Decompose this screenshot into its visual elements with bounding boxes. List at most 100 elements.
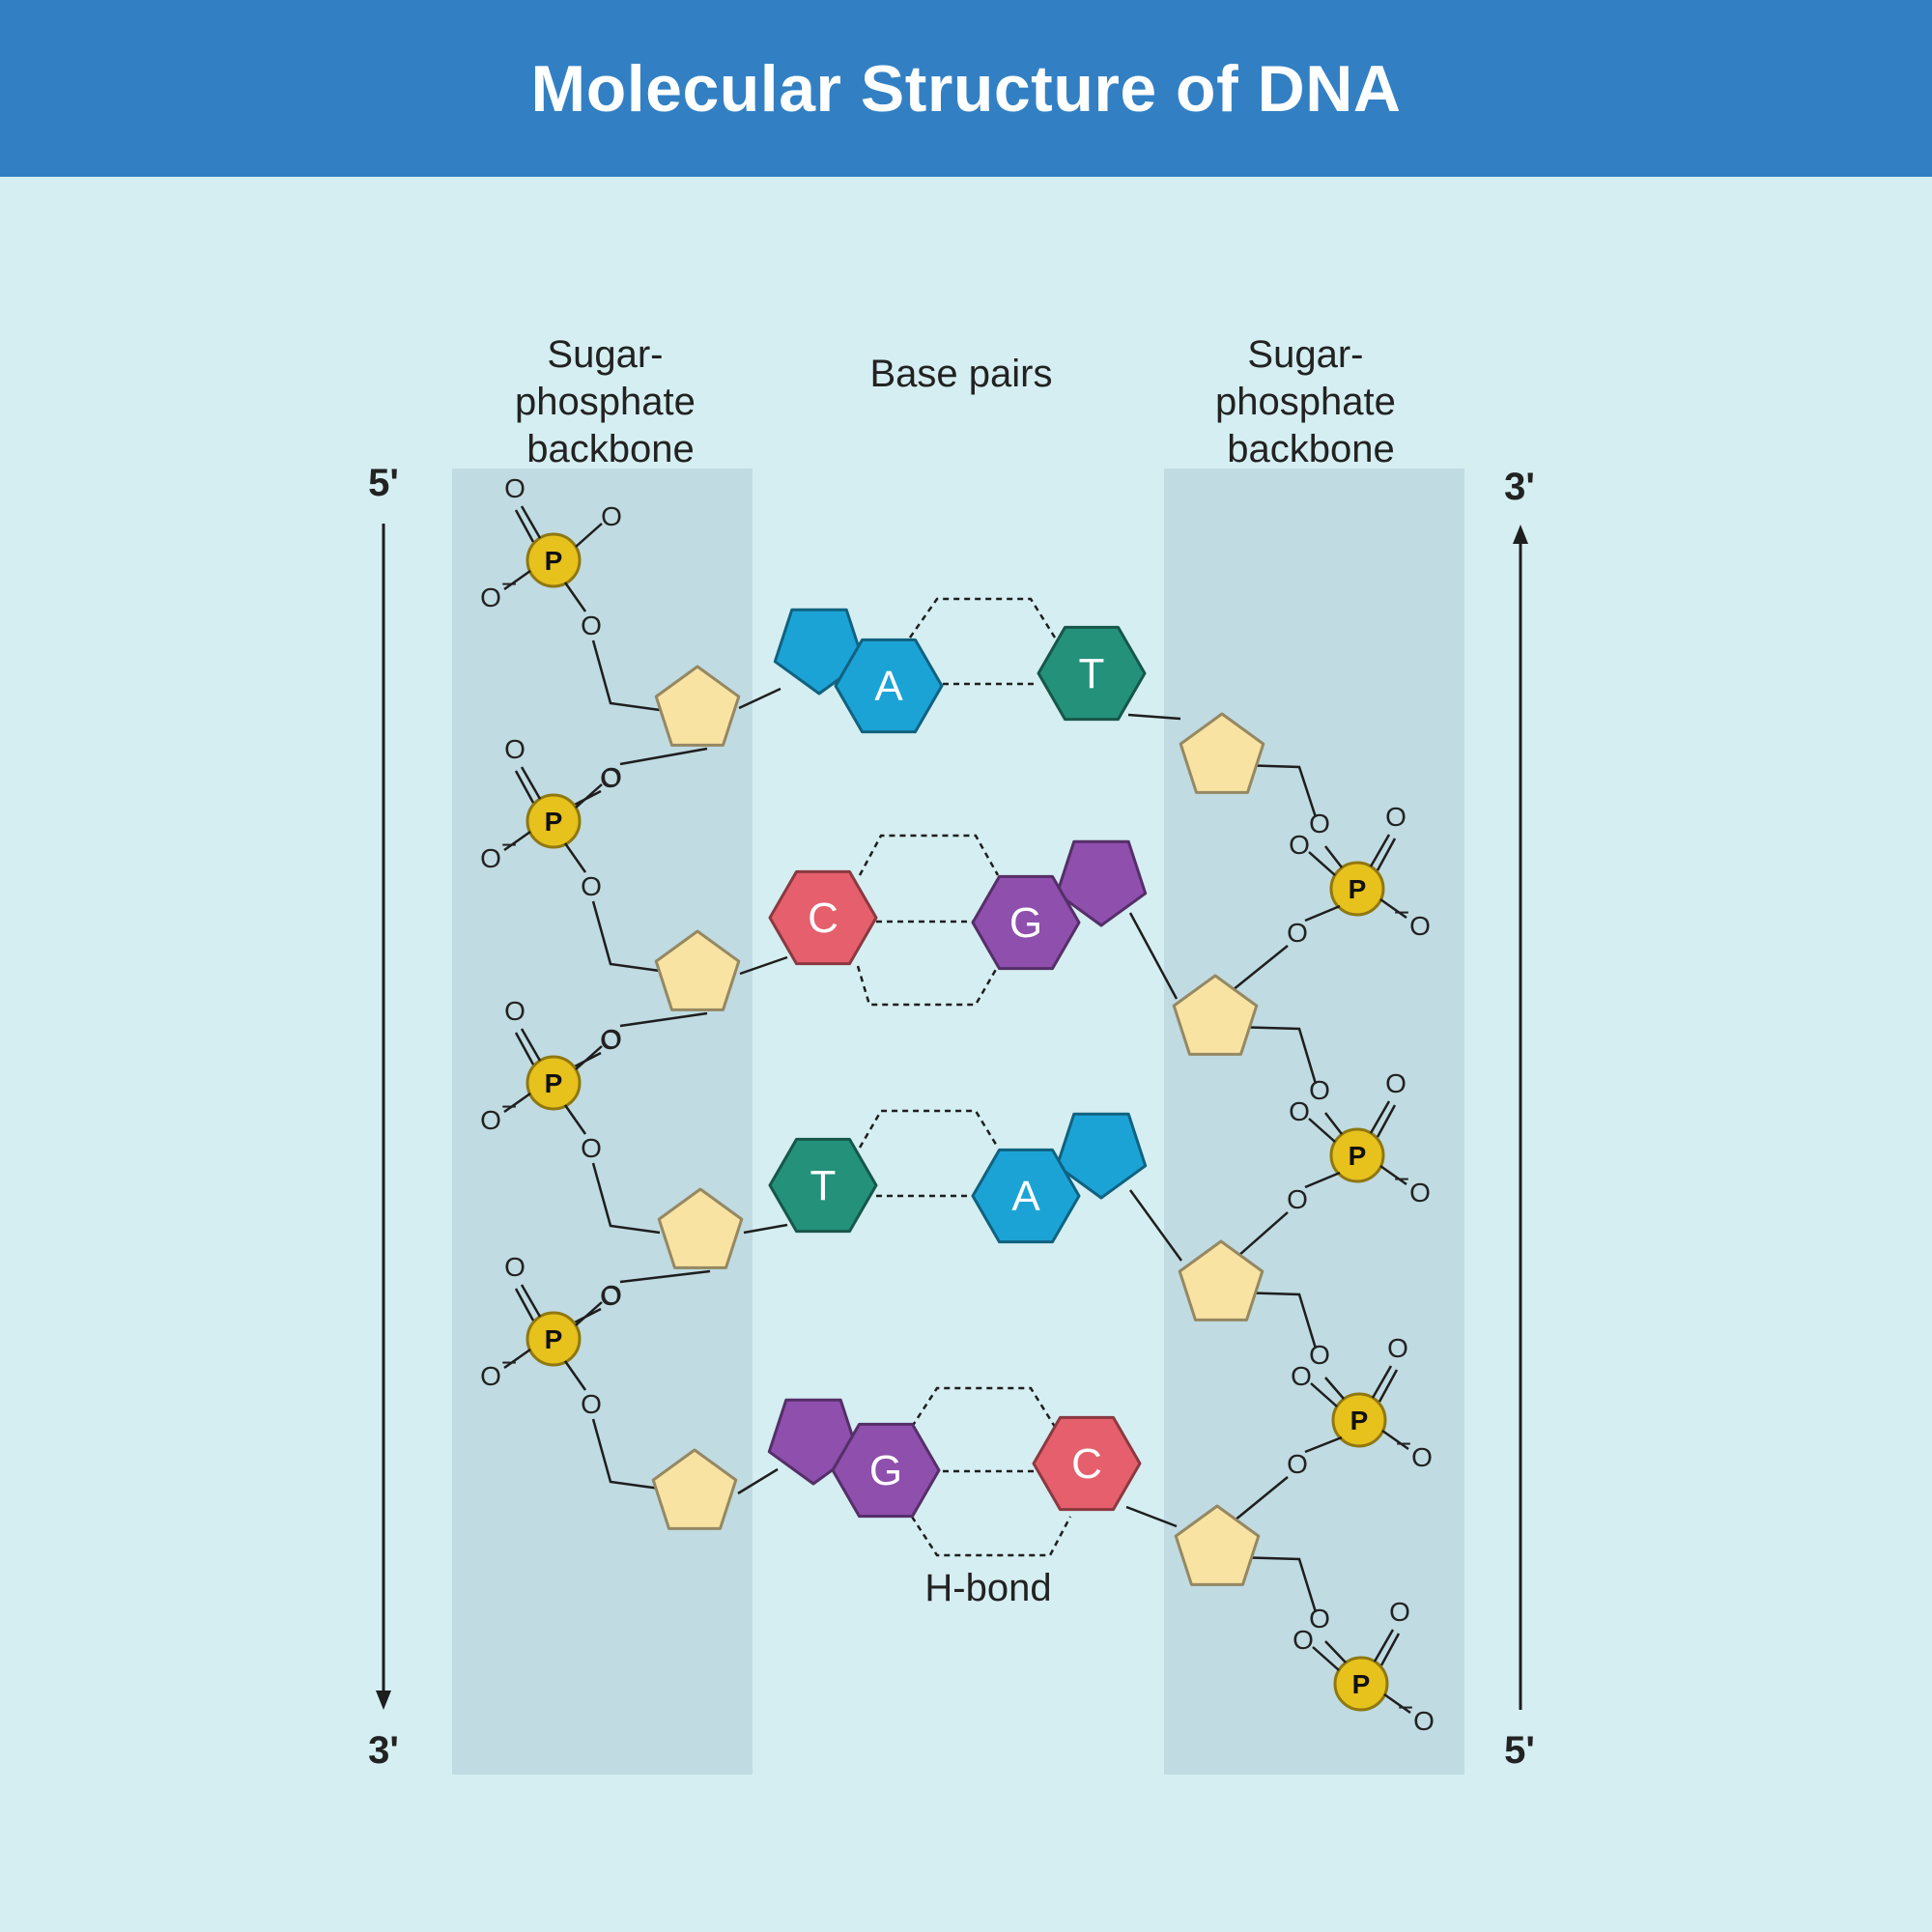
oxygen-label: O (601, 1024, 622, 1054)
oxygen-label: O (1309, 1075, 1330, 1105)
right-backbone-label: Sugar- phosphate backbone (1215, 333, 1406, 470)
right-sugar (1179, 712, 1265, 794)
hydrogen-bond (908, 597, 1057, 639)
oxygen-label: O (1309, 809, 1330, 838)
oxygen-label: O (1385, 802, 1406, 832)
oxygen-label: O (600, 1025, 621, 1055)
glycosidic-bond (738, 687, 781, 710)
double-bond (1371, 1365, 1393, 1399)
single-bond (1238, 763, 1318, 818)
double-bond (520, 1284, 542, 1318)
single-bond (503, 830, 531, 852)
oxygen-label: O (581, 611, 602, 640)
left-sugar (651, 1448, 738, 1530)
base-letter-A: A (1011, 1173, 1040, 1220)
left-strand-top-end: 5' (368, 462, 399, 504)
oxygen-label: O (601, 501, 622, 531)
phosphate-circle (526, 1055, 582, 1111)
oxygen-label: O (600, 1281, 621, 1311)
glycosidic-bond (739, 955, 788, 976)
single-bond (575, 783, 603, 809)
oxygen-label: O (581, 1133, 602, 1163)
single-bond (1232, 1025, 1318, 1085)
hydrogen-bond (856, 965, 1000, 1007)
phosphate-circle (526, 532, 582, 588)
phosphorus-label: P (1350, 1406, 1369, 1435)
single-bond (1324, 845, 1343, 868)
oxygen-label: O (1389, 1597, 1410, 1627)
double-bond (1376, 1104, 1397, 1138)
phosphorus-label: P (545, 1324, 563, 1354)
double-bond (1369, 834, 1391, 867)
single-bond (1308, 851, 1336, 876)
single-bond (1234, 1555, 1318, 1613)
double-bond (1378, 1369, 1399, 1403)
glycosidic-bond (1128, 912, 1179, 1000)
oxygen-label: O (581, 871, 602, 901)
page-title: Molecular Structure of DNA (530, 51, 1402, 126)
oxygen-ion-label: O (480, 582, 501, 612)
double-bond (520, 1028, 542, 1062)
single-bond (619, 747, 708, 766)
right-sugar (1172, 974, 1259, 1056)
left-sugar (654, 929, 741, 1011)
base-letter-G: G (1009, 899, 1042, 947)
double-bond (514, 1032, 535, 1065)
single-bond (591, 1162, 661, 1235)
single-bond (1379, 1164, 1407, 1186)
single-bond (1324, 1112, 1343, 1135)
phosphorus-label: P (1349, 1141, 1367, 1171)
glycosidic-bond (743, 1223, 788, 1235)
single-bond (1312, 1646, 1340, 1671)
oxygen-label: O (1291, 1361, 1312, 1391)
phosphate-circle (526, 1311, 582, 1367)
double-bond (520, 505, 542, 539)
base-letter-T: T (1079, 650, 1105, 697)
oxygen-ion-label: O (1413, 1706, 1435, 1736)
left-strand-arrow (376, 524, 391, 1710)
charge-sign: − (501, 1092, 517, 1122)
hbond-label: H-bond (924, 1567, 1051, 1609)
base-letter-T: T (810, 1162, 837, 1209)
single-bond (1310, 1382, 1338, 1407)
double-bond (1373, 1629, 1395, 1662)
single-bond (575, 523, 603, 548)
double-bond (514, 509, 535, 543)
single-bond (1232, 945, 1289, 991)
single-bond (563, 1104, 587, 1135)
double-bond (1379, 1633, 1401, 1666)
right-strand-bottom-end: 5' (1504, 1729, 1535, 1772)
oxygen-ion-label: O (480, 1361, 501, 1391)
oxygen-label: O (504, 734, 526, 764)
left-backbone-label: Sugar- phosphate backbone (515, 333, 706, 470)
single-bond (503, 1348, 531, 1370)
oxygen-label: O (1309, 1604, 1330, 1634)
phosphorus-label: P (1349, 874, 1367, 904)
single-bond (503, 569, 531, 591)
single-bond (1324, 1640, 1347, 1663)
single-bond (563, 1360, 587, 1391)
single-bond (1379, 897, 1407, 920)
oxygen-ion-label: O (1409, 1178, 1431, 1208)
charge-sign: − (501, 569, 517, 599)
oxygen-label: O (504, 996, 526, 1026)
charge-sign: − (501, 830, 517, 860)
phosphate-circle (526, 793, 582, 849)
base-letter-A: A (874, 663, 903, 710)
oxygen-ion-label: O (480, 843, 501, 873)
single-bond (1383, 1692, 1411, 1715)
double-bond (514, 770, 535, 804)
double-bond (520, 766, 542, 800)
phosphate-circle (1331, 1392, 1387, 1448)
glycosidic-bond (1128, 1189, 1183, 1262)
single-bond (1381, 1429, 1409, 1451)
title-bar: Molecular Structure of DNA (0, 0, 1932, 177)
charge-sign: − (1394, 897, 1409, 927)
right-sugar (1174, 1504, 1261, 1586)
